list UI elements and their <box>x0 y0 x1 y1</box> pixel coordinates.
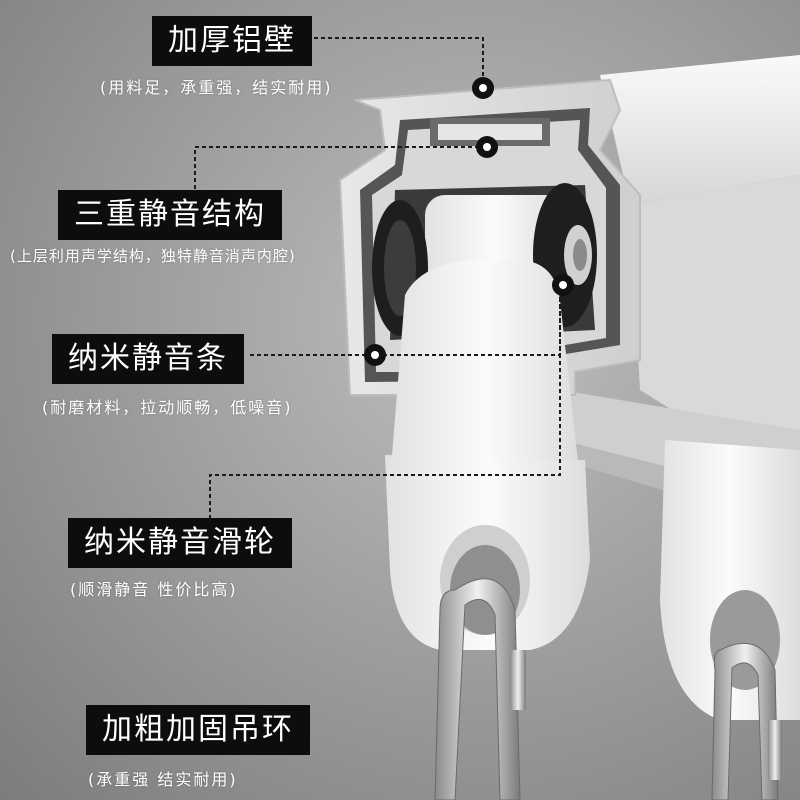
feature-title-aluminum-wall: 加厚铝壁 <box>152 16 312 66</box>
hook-ring-secondary <box>711 642 782 800</box>
feature-title-nano-silent-strip: 纳米静音条 <box>52 334 244 384</box>
feature-subtitle-silent-structure: (上层利用声学结构，独特静音消声内腔) <box>10 247 296 265</box>
feature-subtitle-aluminum-wall: (用料足，承重强，结实耐用) <box>100 78 333 97</box>
callout-lines <box>194 37 561 540</box>
feature-subtitle-nano-silent-pulley: (顺滑静音 性价比高) <box>70 580 238 599</box>
feature-title-reinforced-ring: 加粗加固吊环 <box>86 705 310 755</box>
feature-title-nano-silent-pulley: 纳米静音滑轮 <box>68 518 292 568</box>
callout-dots <box>364 77 574 366</box>
pulley-body <box>372 183 597 650</box>
hook-ring <box>434 578 526 800</box>
feature-subtitle-reinforced-ring: (承重强 结实耐用) <box>88 770 238 789</box>
feature-title-silent-structure: 三重静音结构 <box>58 190 282 240</box>
feature-subtitle-nano-silent-strip: (耐磨材料，拉动顺畅，低噪音) <box>42 398 293 417</box>
